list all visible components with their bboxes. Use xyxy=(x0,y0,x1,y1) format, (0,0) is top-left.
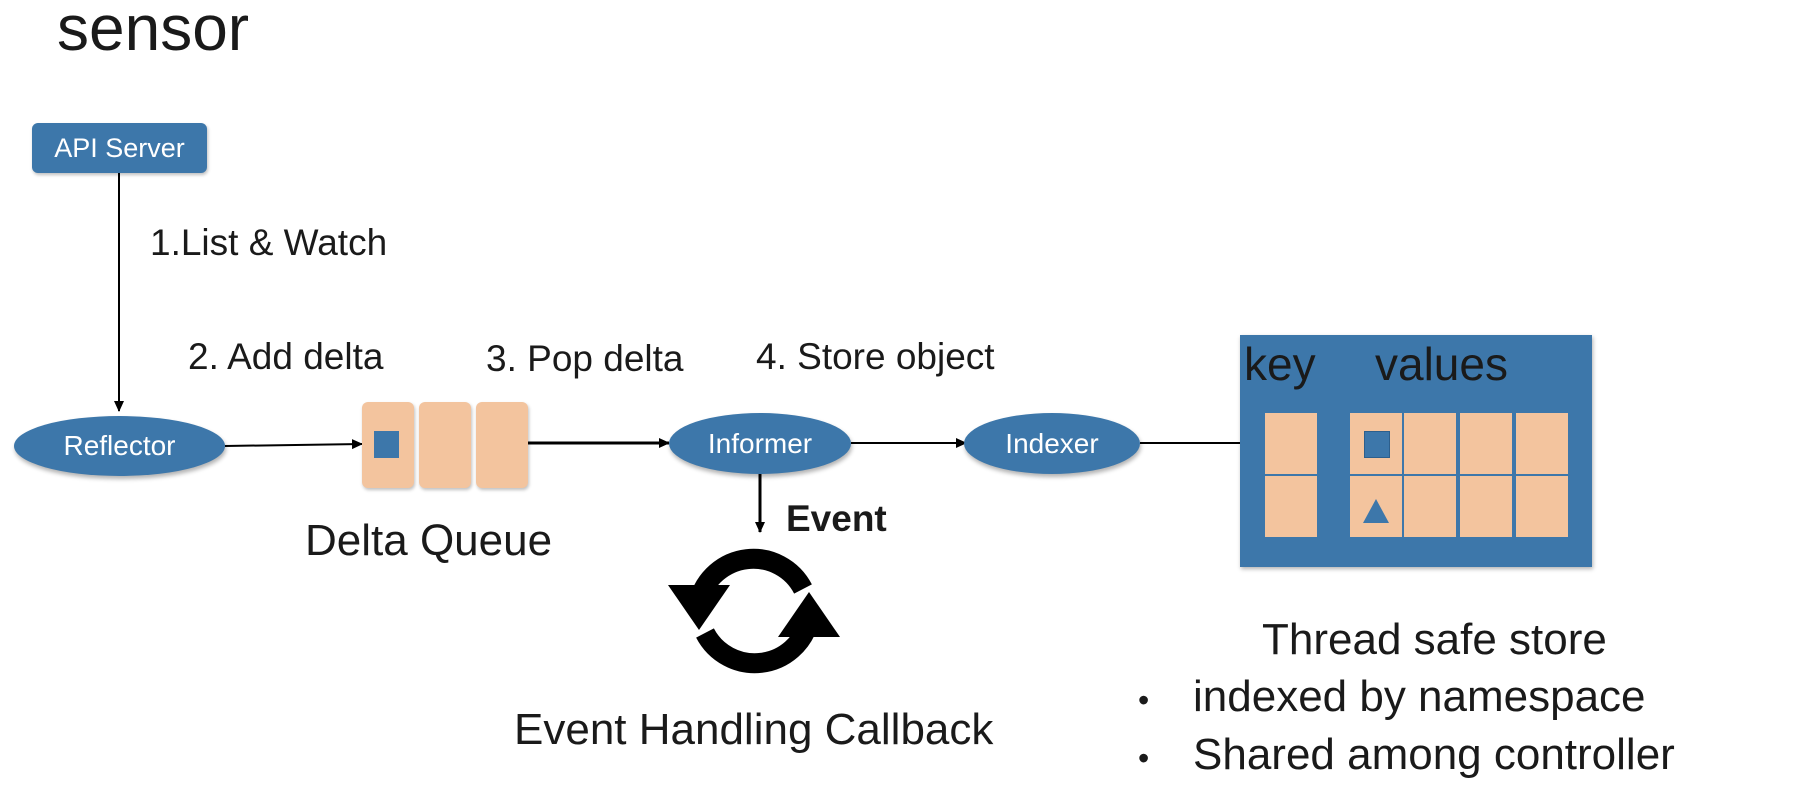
delta-queue-cell xyxy=(476,402,528,488)
delta-queue-cell xyxy=(419,402,471,488)
event-callback-label: Event Handling Callback xyxy=(514,705,994,754)
store-feature-list: • indexed by namespace • Shared among co… xyxy=(1138,672,1675,788)
step-pop-delta-label: 3. Pop delta xyxy=(486,338,684,379)
step-add-delta-label: 2. Add delta xyxy=(188,336,384,377)
reflector-node: Reflector xyxy=(14,416,225,476)
store-value-cell xyxy=(1350,476,1402,537)
store-key-cell xyxy=(1265,413,1317,474)
store-key-header: key xyxy=(1244,338,1316,390)
list-item: • indexed by namespace xyxy=(1138,672,1675,730)
store-value-cell xyxy=(1460,413,1512,474)
list-item: • Shared among controller xyxy=(1138,730,1675,788)
square-icon xyxy=(1364,431,1390,458)
store-bullet-namespace: indexed by namespace xyxy=(1193,672,1646,721)
event-label: Event xyxy=(786,498,887,539)
store-key-cell xyxy=(1265,476,1317,537)
refresh-cycle-icon xyxy=(668,548,840,674)
bullet: • xyxy=(1138,682,1150,718)
arrow-reflector-to-queue xyxy=(224,439,363,450)
square-icon xyxy=(374,431,399,458)
bullet: • xyxy=(1138,740,1150,776)
store-bullet-shared: Shared among controller xyxy=(1193,730,1675,779)
delta-queue xyxy=(362,402,528,488)
store-value-cell xyxy=(1516,413,1568,474)
triangle-icon xyxy=(1363,499,1389,523)
page-title: sensor xyxy=(57,0,250,64)
store-value-cell xyxy=(1516,476,1568,537)
api-server-node: API Server xyxy=(32,123,207,173)
store-value-cell xyxy=(1460,476,1512,537)
store-value-cell xyxy=(1404,413,1456,474)
store-caption: Thread safe store xyxy=(1262,615,1607,664)
store-value-cell xyxy=(1350,413,1402,474)
indexer-node: Indexer xyxy=(964,413,1140,474)
delta-queue-cell xyxy=(362,402,414,488)
step-store-object-label: 4. Store object xyxy=(756,336,995,377)
informer-node: Informer xyxy=(669,413,851,474)
thread-safe-store: key values xyxy=(1240,335,1592,567)
store-values-header: values xyxy=(1375,338,1508,390)
store-value-cell xyxy=(1404,476,1456,537)
delta-queue-label: Delta Queue xyxy=(305,516,553,565)
step-list-watch-label: 1.List & Watch xyxy=(150,222,388,263)
